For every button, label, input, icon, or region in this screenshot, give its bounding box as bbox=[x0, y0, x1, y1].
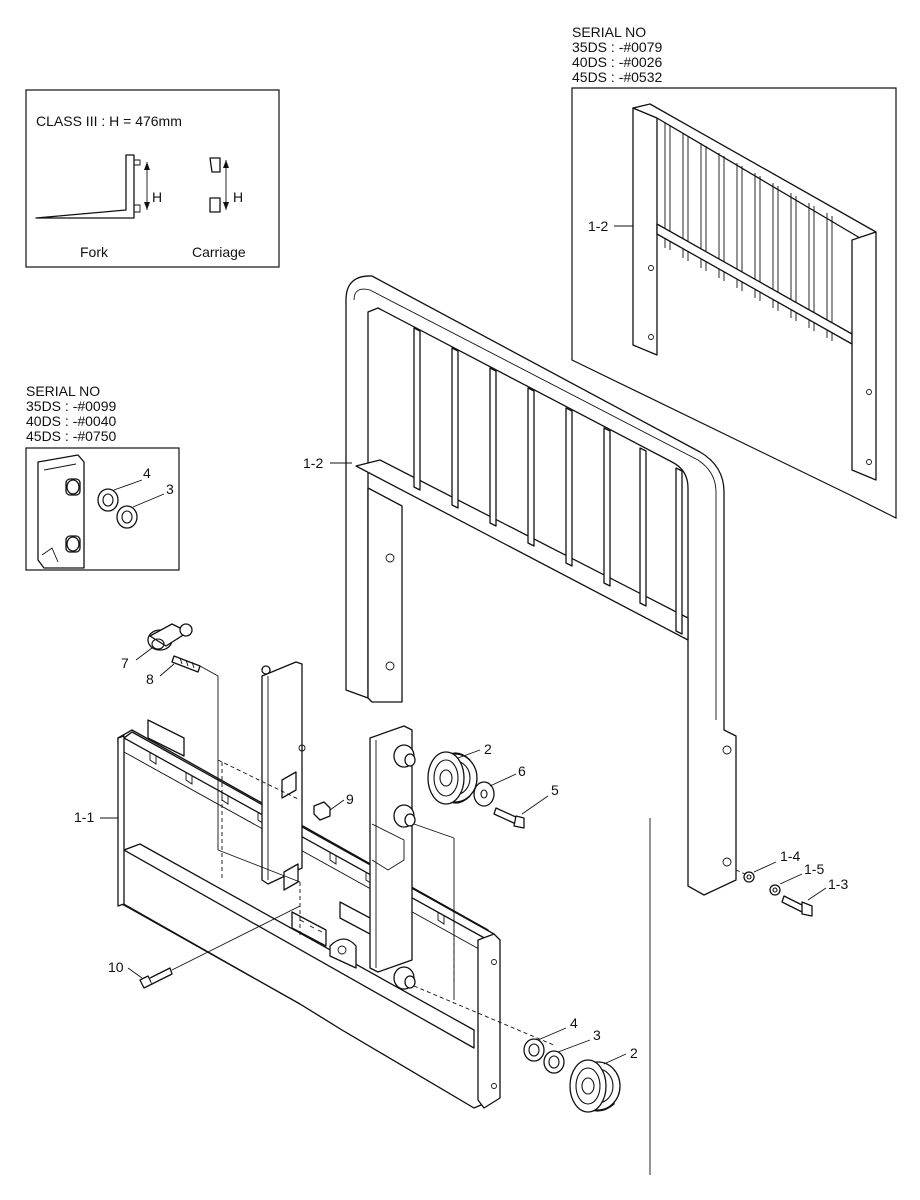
callout-screw-5: 5 bbox=[551, 782, 559, 798]
serial-left-block: SERIAL NO 35DS : -#0099 40DS : -#0040 45… bbox=[26, 383, 116, 444]
roller-lower: 2 bbox=[569, 1045, 638, 1113]
load-backrest: 1-2 bbox=[303, 275, 737, 896]
roller-upper: 2 bbox=[427, 741, 492, 805]
carriage-caption: Carriage bbox=[192, 244, 246, 260]
washer-6: 6 bbox=[473, 763, 526, 807]
callout-shim-4: 4 bbox=[570, 1015, 578, 1031]
bolt-10: 10 bbox=[108, 905, 301, 989]
carriage-right-post bbox=[369, 725, 416, 990]
callout-shim-3: 3 bbox=[593, 1027, 601, 1043]
washer-1-4: 1-4 bbox=[735, 848, 800, 883]
serial-top-line: 45DS : -#0532 bbox=[572, 69, 662, 85]
callout-carriage: 1-1 bbox=[74, 809, 94, 825]
assembly-dash-lines bbox=[217, 680, 557, 1047]
carriage-left-post bbox=[261, 661, 306, 891]
callout-shim-4-inset: 4 bbox=[143, 465, 151, 481]
callout-inset-backrest: 1-2 bbox=[588, 218, 608, 234]
inset-shim-box: 4 3 bbox=[25, 447, 180, 571]
washer-1-5: 1-5 bbox=[769, 861, 824, 896]
class-note-title: CLASS III : H = 476mm bbox=[36, 113, 182, 129]
serial-top-line: 35DS : -#0079 bbox=[572, 39, 662, 55]
callout-washer-1-4: 1-4 bbox=[780, 848, 800, 864]
serial-top-heading: SERIAL NO bbox=[572, 24, 646, 40]
inset-backrest-frame bbox=[571, 87, 897, 519]
callout-backrest: 1-2 bbox=[303, 455, 323, 471]
inset-backrest: 1-2 bbox=[588, 103, 877, 481]
carriage-sketch: H Carriage bbox=[192, 157, 246, 260]
serial-left-heading: SERIAL NO bbox=[26, 383, 100, 399]
callout-roller-upper: 2 bbox=[484, 741, 492, 757]
callout-shim-3-inset: 3 bbox=[166, 481, 174, 497]
carriage-dim-label: H bbox=[233, 189, 243, 205]
bolt-1-3: 1-3 bbox=[781, 876, 848, 917]
callout-bolt-10: 10 bbox=[108, 959, 124, 975]
callout-bolt-1-3: 1-3 bbox=[828, 876, 848, 892]
serial-left-line: 45DS : -#0750 bbox=[26, 428, 116, 444]
serial-left-line: 40DS : -#0040 bbox=[26, 413, 116, 429]
callout-nut-9: 9 bbox=[346, 791, 354, 807]
nut-9: 9 bbox=[313, 791, 354, 821]
stopper-7: 7 bbox=[121, 623, 193, 671]
serial-top-block: SERIAL NO 35DS : -#0079 40DS : -#0026 45… bbox=[572, 24, 662, 85]
shim-4: 4 bbox=[523, 1015, 578, 1062]
serial-left-line: 35DS : -#0099 bbox=[26, 398, 116, 414]
bolt-8: 8 bbox=[146, 655, 219, 687]
fork-caption: Fork bbox=[80, 244, 109, 260]
screw-5: 5 bbox=[493, 782, 559, 829]
serial-top-line: 40DS : -#0026 bbox=[572, 54, 662, 70]
callout-washer-1-5: 1-5 bbox=[804, 861, 824, 877]
shim-3: 3 bbox=[543, 1027, 601, 1074]
fork-sketch: H Fork bbox=[35, 154, 162, 260]
fork-dim-label: H bbox=[152, 189, 162, 205]
callout-washer-6: 6 bbox=[518, 763, 526, 779]
class-note-box: CLASS III : H = 476mm H Fork H Carriage bbox=[25, 89, 280, 268]
callout-roller-lower: 2 bbox=[630, 1045, 638, 1061]
callout-bolt-8: 8 bbox=[146, 671, 154, 687]
callout-stopper-7: 7 bbox=[121, 655, 129, 671]
